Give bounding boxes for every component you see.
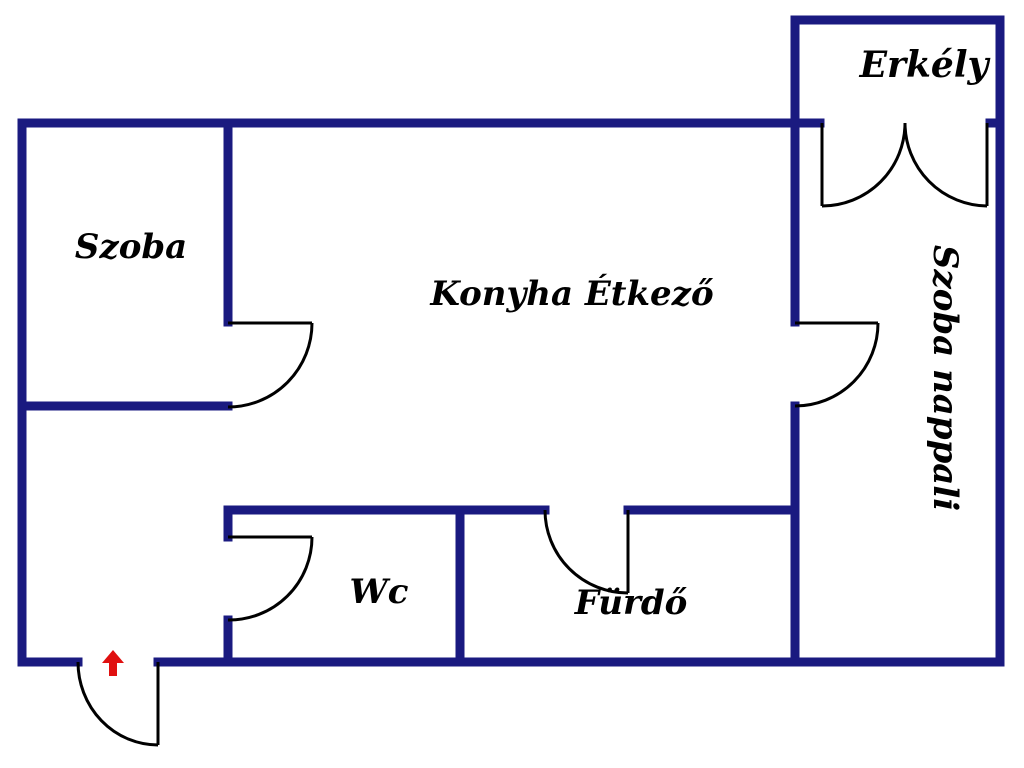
up-arrow-icon [102,650,124,676]
door-balcony [820,122,989,208]
room-label-szoba: Szoba [75,227,187,267]
door-furdo [543,509,630,595]
room-label-furdo: Fürdő [574,583,688,623]
room-label-konyha-etkezo: Konyha Étkező [429,273,714,314]
room-label-szoba-nappali: Szoba nappali [925,245,965,511]
room-label-erkely: Erkély [859,44,991,86]
door-szoba [227,321,314,409]
walls [17,15,1005,667]
room-label-wc: Wc [350,572,409,612]
door-wc [227,535,314,622]
doors [76,122,989,747]
door-entrance [76,661,160,747]
door-nappali [794,321,880,408]
